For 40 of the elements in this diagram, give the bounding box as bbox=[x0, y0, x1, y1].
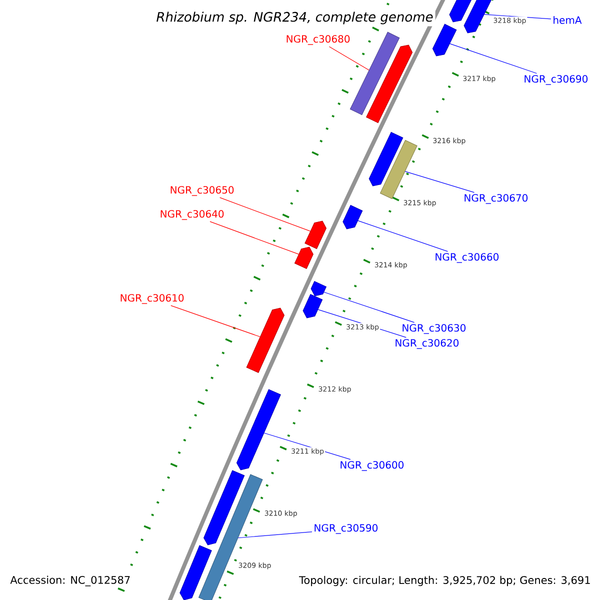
gene-feature bbox=[180, 545, 212, 600]
gene-feature bbox=[350, 32, 400, 116]
gene-label: NGR_c30590 bbox=[314, 524, 378, 534]
gene-label: NGR_c30610 bbox=[120, 294, 184, 304]
leader-line bbox=[220, 197, 311, 232]
accession-text: Accession: NC_012587 bbox=[9, 574, 132, 588]
gene-feature bbox=[368, 132, 404, 186]
leader-line bbox=[210, 221, 299, 254]
gene-label: NGR_c30600 bbox=[340, 461, 404, 471]
leader-line bbox=[450, 43, 537, 74]
gene-feature bbox=[246, 308, 284, 373]
gene-feature bbox=[236, 389, 281, 470]
gene-label: NGR_c30670 bbox=[464, 194, 528, 204]
gene-label: NGR_c30640 bbox=[160, 210, 224, 220]
gene-feature bbox=[380, 140, 418, 200]
gene-feature bbox=[432, 24, 457, 56]
summary-text: Topology: circular; Length: 3,925,702 bp; Genes: 3,691 bbox=[298, 574, 592, 588]
gene-feature bbox=[464, 0, 493, 34]
gene-feature bbox=[449, 0, 474, 22]
gene-feature bbox=[310, 281, 327, 296]
leader-line bbox=[404, 171, 475, 193]
gene-label: NGR_c30680 bbox=[286, 35, 350, 45]
gene-label: NGR_c30690 bbox=[524, 75, 588, 85]
leader-line bbox=[238, 532, 312, 538]
leader-line bbox=[170, 305, 260, 338]
leader-line bbox=[328, 46, 370, 70]
leader-line bbox=[324, 292, 415, 323]
gene-label: NGR_c30660 bbox=[436, 253, 499, 263]
gene-label: hemA bbox=[554, 16, 582, 24]
gene-feature bbox=[304, 220, 326, 249]
gene-label: NGR_c30650 bbox=[170, 186, 234, 196]
gene-feature bbox=[342, 205, 363, 230]
gene-feature bbox=[366, 44, 413, 124]
gene-label: NGR_c30630 bbox=[402, 324, 466, 334]
gene-feature bbox=[302, 294, 323, 318]
leader-line bbox=[358, 220, 448, 252]
title: Rhizobium sp. NGR234, complete genome bbox=[154, 10, 436, 26]
gene-feature bbox=[294, 246, 314, 269]
gene-feature bbox=[204, 470, 245, 546]
gene-label: NGR_c30620 bbox=[396, 339, 459, 349]
